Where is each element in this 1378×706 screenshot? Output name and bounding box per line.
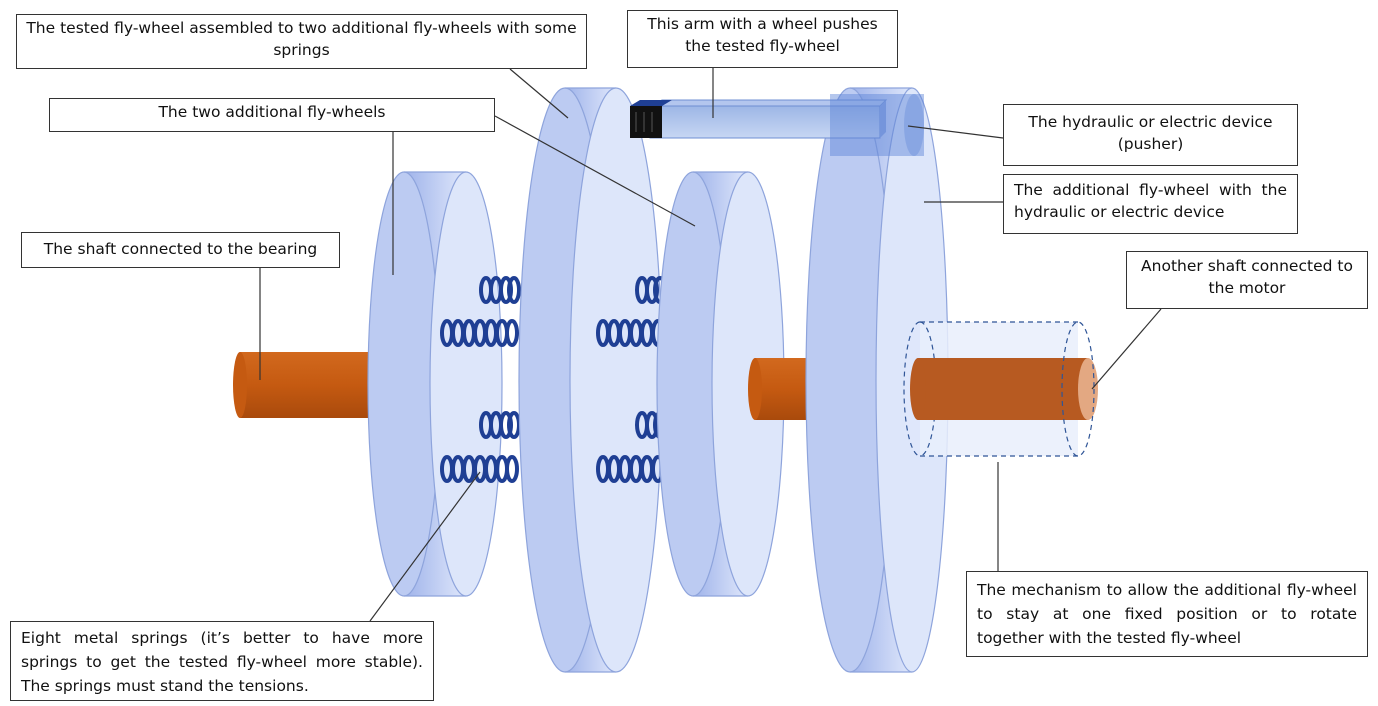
- mechanism-cylinder: [903, 321, 1098, 457]
- label-hydraulic-device: The hydraulic or electric device (pusher…: [1003, 104, 1298, 166]
- spring-1: [479, 276, 521, 304]
- label-additional-flywheel-with-device: The additional fly-wheel with the hydrau…: [1003, 174, 1298, 234]
- bearing-shaft: [233, 352, 375, 418]
- label-springs: Eight metal springs (it’s better to have…: [10, 621, 434, 701]
- tested-flywheel: [518, 87, 663, 673]
- springs-right-group: [596, 276, 667, 483]
- springs-left-group: [440, 276, 521, 483]
- label-shaft-motor: Another shaft connected to the motor: [1126, 251, 1368, 309]
- leader-lines: [259, 68, 1162, 622]
- spring-8: [596, 455, 665, 483]
- label-tested-flywheel: The tested fly-wheel assembled to two ad…: [16, 14, 587, 69]
- motor-shaft: [910, 358, 1098, 420]
- label-shaft-bearing: The shaft connected to the bearing: [21, 232, 340, 268]
- spring-6: [596, 319, 665, 347]
- label-two-additional-flywheels: The two additional fly-wheels: [49, 98, 495, 132]
- hydraulic-pusher: [830, 94, 924, 156]
- spring-2: [440, 319, 519, 347]
- spring-4: [440, 455, 519, 483]
- label-mechanism: The mechanism to allow the additional fl…: [966, 571, 1368, 657]
- arm-wheel: [630, 100, 672, 138]
- pusher-arm: [630, 94, 924, 156]
- middle-shaft: [748, 358, 810, 420]
- additional-flywheel-right: [656, 171, 785, 597]
- label-arm-wheel: This arm with a wheel pushes the tested …: [627, 10, 898, 68]
